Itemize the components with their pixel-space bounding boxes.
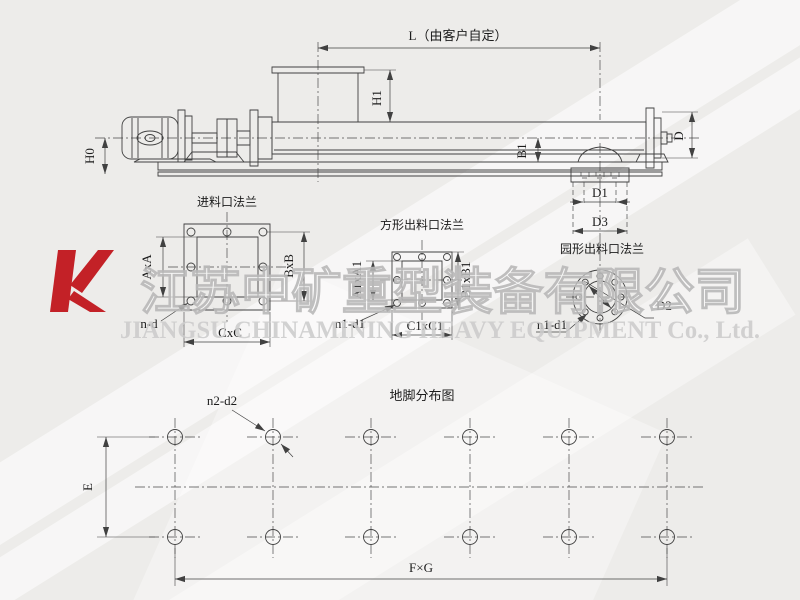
round-outlet-flange-view: 园形出料口法兰 D2 n1-d1 xyxy=(536,242,672,332)
company-logo-k-icon xyxy=(50,250,114,312)
round-outlet-flange-title: 园形出料口法兰 xyxy=(560,242,644,256)
inlet-height-dim-label: H1 xyxy=(369,90,384,106)
discharge-outlet xyxy=(571,147,629,234)
base-frame xyxy=(158,162,662,170)
motor xyxy=(122,117,216,162)
watermark-company-cn: 江苏中矿重型装备有限公司 xyxy=(140,264,745,320)
end-bearing xyxy=(636,108,672,168)
foundation-bolt-holes xyxy=(168,430,675,545)
foundation-length-dim: F×G xyxy=(409,560,433,575)
inlet-flange-right-dim: BxB xyxy=(281,254,296,278)
tube-diameter-dim-label: D xyxy=(671,131,686,140)
square-outlet-flange-view: 方形出料口法兰 A1xA1 B1xB1 C1xC1 n1-d1 xyxy=(335,217,473,340)
round-outlet-diameter-dim: D2 xyxy=(656,298,672,313)
square-outlet-bottom-dim: C1xC1 xyxy=(407,318,444,333)
watermark: 江苏中矿重型装备有限公司 JIANGSU CHINAMINING HEAVY E… xyxy=(50,250,760,344)
side-view-dimensions: L（由客户自定） H1 H0 B1 D D1 D3 xyxy=(82,28,698,235)
round-outlet-bolt-label: n1-d1 xyxy=(537,317,567,332)
outlet-inner-dim-label: D1 xyxy=(592,185,608,200)
square-outlet-left-dim: A1xA1 xyxy=(349,261,364,299)
inlet-flange-bottom-dim: CxC xyxy=(218,325,242,340)
inlet-flange-left-dim: AxA xyxy=(139,254,154,280)
outlet-height-dim-label: B1 xyxy=(514,143,529,158)
foundation-plan: 地脚分布图 n2-d2 E F×G xyxy=(80,388,705,586)
side-view: L（由客户自定） H1 H0 B1 D D1 D3 xyxy=(82,28,702,335)
foundation-column-centerlines xyxy=(149,418,693,558)
length-dim-label: L（由客户自定） xyxy=(409,28,508,43)
square-outlet-flange-title: 方形出料口法兰 xyxy=(380,217,464,232)
foundation-bolt-label: n2-d2 xyxy=(207,393,237,408)
motor-height-dim-label: H0 xyxy=(82,148,97,164)
inlet-flange-bolt-holes xyxy=(187,228,267,305)
drive-train xyxy=(178,110,272,166)
inlet-hopper xyxy=(272,67,364,122)
inlet-flange-title: 进料口法兰 xyxy=(197,195,257,209)
square-outlet-bolt-holes xyxy=(394,254,451,307)
square-outlet-right-dim: B1xB1 xyxy=(458,262,473,299)
watermark-company-en: JIANGSU CHINAMINING HEAVY EQUIPMENT Co.,… xyxy=(120,317,760,344)
inlet-flange-bolt-label: n-d xyxy=(140,316,158,331)
foundation-plan-title: 地脚分布图 xyxy=(389,388,454,403)
foundation-row-spacing-dim: E xyxy=(80,483,95,491)
inlet-flange-view: 进料口法兰 AxA BxB CxC n-d xyxy=(139,195,310,347)
square-outlet-bolt-label: n1-d1 xyxy=(335,316,365,331)
base-plate xyxy=(158,172,662,176)
outlet-outer-dim-label: D3 xyxy=(592,214,608,229)
